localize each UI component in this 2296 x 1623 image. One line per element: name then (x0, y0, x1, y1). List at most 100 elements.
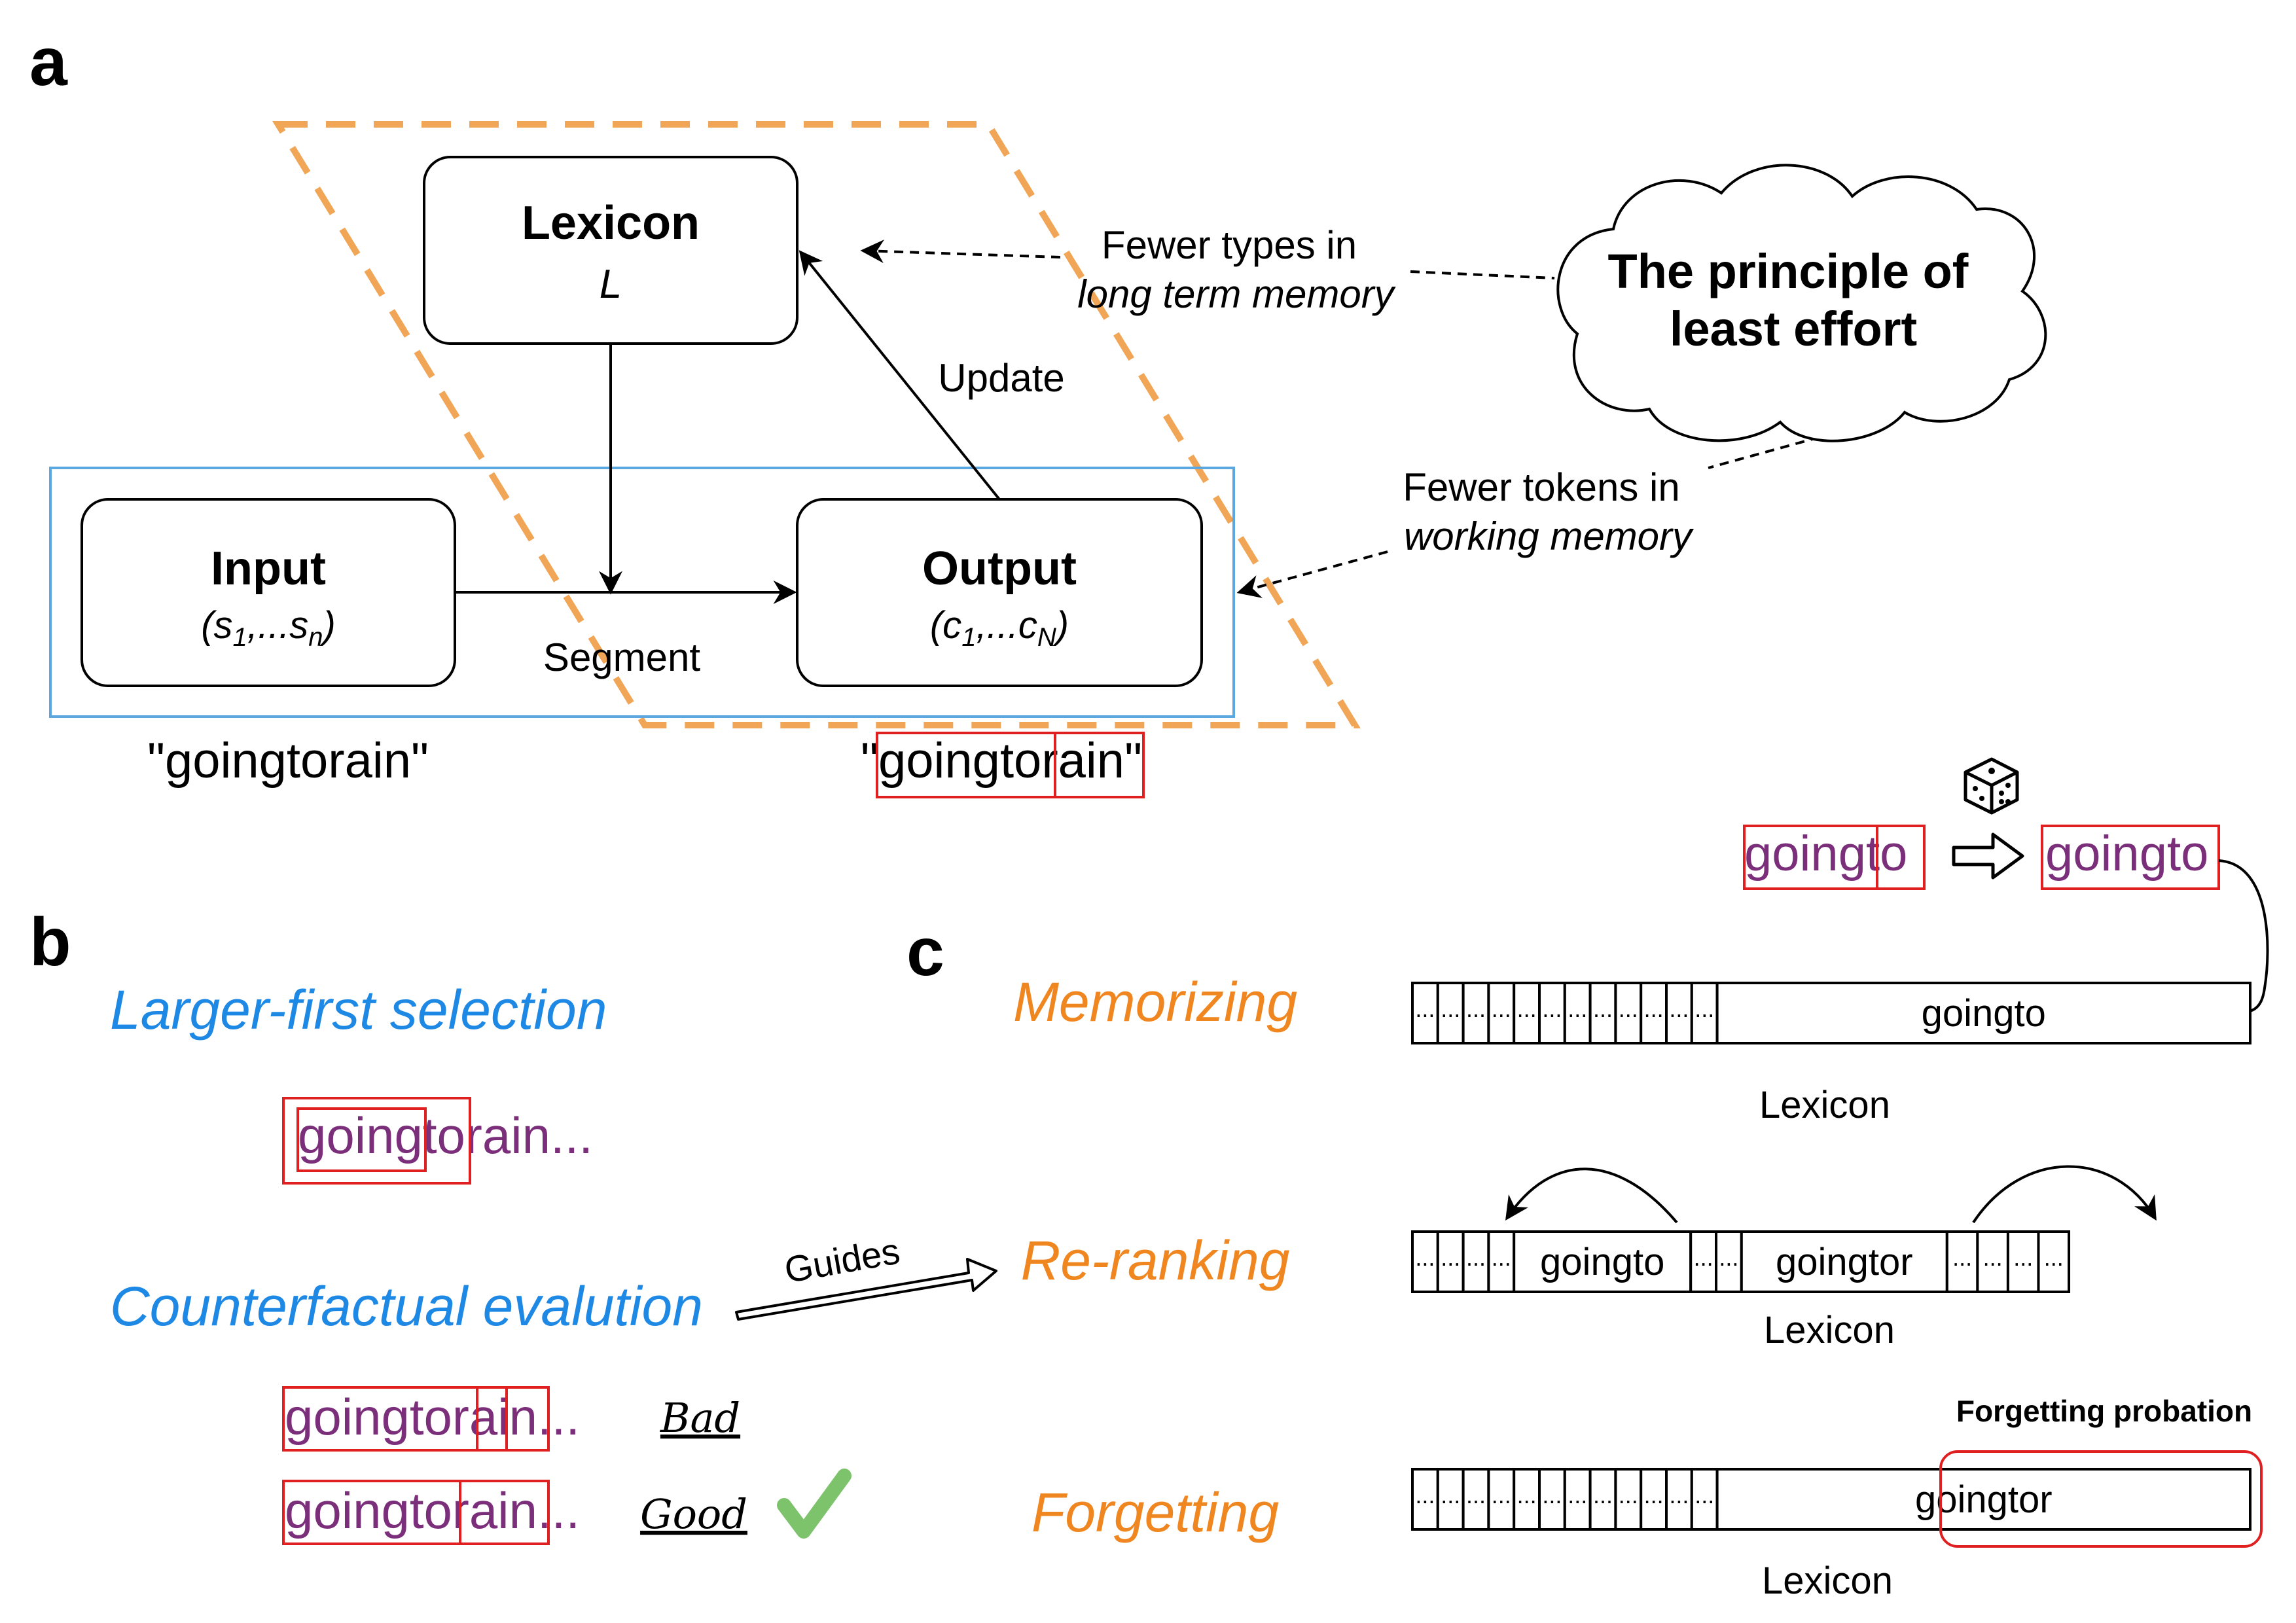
good-seg1: goingto (285, 1482, 452, 1539)
lexicon-cell-text: ... (1466, 995, 1486, 1022)
forgetting-label: Forgetting (1031, 1482, 1279, 1543)
lexicon-cell-text: ... (1466, 1482, 1486, 1508)
bad-rest: ... (537, 1388, 580, 1446)
cloud-line1: The principle of (1608, 244, 1969, 298)
svg-text:goingtorain...: goingtorain... (285, 1482, 580, 1539)
forgetting-probation-box (1939, 1450, 2263, 1548)
bad-seg1: goingtor (285, 1388, 469, 1446)
lf-inner-box (296, 1107, 427, 1172)
lexicon-cell (1665, 1468, 1693, 1531)
lexicon-cell-text: ... (1695, 1482, 1714, 1508)
lexicon-cell (1945, 1230, 1979, 1293)
guides-arrow: Guides (735, 1230, 997, 1321)
lexicon-cell (1588, 1468, 1617, 1531)
src-part1: goingt (1744, 826, 1880, 882)
segment-label: Segment (543, 635, 700, 679)
lexicon-cell (1690, 1468, 1719, 1531)
bad-seg2: a (469, 1388, 498, 1446)
forgetting-probation-label: Forgetting probation (1956, 1394, 2252, 1428)
output-seg2-box (1054, 732, 1145, 798)
lexicon-cell (1563, 982, 1592, 1044)
lexicon-cell-text: ... (1694, 1244, 1713, 1271)
cloud-to-types-connector (1410, 270, 1555, 279)
checkmark-icon (777, 1469, 852, 1539)
input-node: Input (s1,...sn) (81, 498, 456, 687)
lexicon-cell-text: ... (1983, 1244, 2003, 1271)
bad-seg3: in (497, 1388, 537, 1446)
fewer-tokens-line1: Fewer tokens in (1403, 465, 1680, 509)
lexicon-cell-text: ... (1441, 995, 1460, 1022)
output-node: Output (c1,...cN) (796, 498, 1203, 687)
lexicon-entry-cell (1715, 982, 2252, 1044)
lexicon-entry-text: goingto (1540, 1241, 1664, 1283)
panel-label-c: c (906, 914, 944, 990)
output-example-open: " (861, 733, 878, 789)
update-arrow (798, 250, 1001, 501)
good-seg2: rain (452, 1482, 537, 1539)
input-example: "goingtorain" (147, 733, 429, 789)
lexicon-entry-cell (1513, 1230, 1693, 1293)
lf-rest: rain... (465, 1107, 593, 1164)
lexicon-row-1-label: Lexicon (1759, 1084, 1890, 1126)
lexicon-cell-text: ... (1593, 1482, 1613, 1508)
lexicon-entry-text: goingtor (1776, 1241, 1913, 1283)
guides-label: Guides (781, 1230, 903, 1291)
lexicon-cell (1614, 1468, 1643, 1531)
lf-outer-box (282, 1097, 471, 1185)
lexicon-cell-text: ... (1542, 1482, 1562, 1508)
lexicon-cell-text: ... (1619, 1482, 1638, 1508)
lexicon-entry-text: goingtor (1915, 1478, 2053, 1521)
update-label: Update (938, 356, 1064, 400)
lexicon-cell-text: ... (1568, 995, 1587, 1022)
memory-region-parallelogram (272, 121, 1361, 728)
cloud-to-tokens-connector (1708, 436, 1820, 469)
lexicon-cell (2037, 1230, 2071, 1293)
svg-text:goingtorain...: goingtorain... (298, 1107, 593, 1164)
memorizing-label: Memorizing (1013, 971, 1297, 1033)
lexicon-cell-text: ... (1542, 995, 1562, 1022)
output-example-close: " (1124, 733, 1142, 789)
dice-icon (1964, 757, 2019, 815)
output-formula: (c1,...cN) (930, 604, 1069, 652)
input-title: Input (211, 543, 326, 595)
good-rest: ... (537, 1482, 580, 1539)
lexicon-cell-text: ... (1492, 1244, 1511, 1271)
fewer-tokens-arrow (1236, 550, 1388, 598)
lexicon-entry-cell (1715, 1468, 2252, 1531)
lexicon-cell-text: ... (1517, 995, 1537, 1022)
lexicon-cell-text: ... (1441, 1482, 1460, 1508)
output-example: "goingtorain" (861, 732, 1145, 798)
svg-text:goingtorain...: goingtorain... (285, 1388, 580, 1446)
lexicon-cell-text: ... (1517, 1482, 1537, 1508)
src-box-inner (1876, 825, 1926, 890)
lexicon-cell (1614, 982, 1643, 1044)
lexicon-cell-text: ... (1644, 1482, 1664, 1508)
lexicon-cell-text: ... (1466, 1244, 1486, 1271)
lexicon-cell-text: ... (1441, 1244, 1460, 1271)
good-verdict: Good (640, 1490, 747, 1538)
lexicon-cell (1513, 982, 1541, 1044)
lexicon-title: Lexicon (522, 197, 700, 249)
lexicon-cell-text: ... (1952, 1244, 1972, 1271)
larger-first-example: goingtorain... (282, 1097, 593, 1185)
lexicon-cell-text: ... (1415, 1244, 1435, 1271)
input-formula: (s1,...sn) (201, 604, 336, 652)
memorize-source-word: goingto (1743, 825, 1926, 890)
lexicon-cell (1538, 1468, 1566, 1531)
cloud-shape: The principle of least effort (1556, 164, 2047, 442)
lexicon-cell-text: ... (2044, 1244, 2064, 1271)
lexicon-node: Lexicon L (423, 156, 798, 345)
lexicon-cell-text: ... (1593, 995, 1613, 1022)
lexicon-cell (1588, 982, 1617, 1044)
lexicon-row-3-label: Lexicon (1762, 1560, 1893, 1602)
counterfactual-label: Counterfactual evalution (110, 1275, 703, 1337)
output-example-seg1: goingto (878, 733, 1041, 789)
lexicon-cell (1487, 1468, 1516, 1531)
output-title: Output (922, 543, 1077, 595)
lexicon-cell (1640, 1468, 1668, 1531)
larger-first-label: Larger-first selection (110, 979, 607, 1041)
good-seg2-box (459, 1480, 550, 1545)
lexicon-cell (1462, 1230, 1490, 1293)
rerank-left-arrow (1505, 1168, 1678, 1224)
fewer-types-arrow (860, 240, 1061, 264)
